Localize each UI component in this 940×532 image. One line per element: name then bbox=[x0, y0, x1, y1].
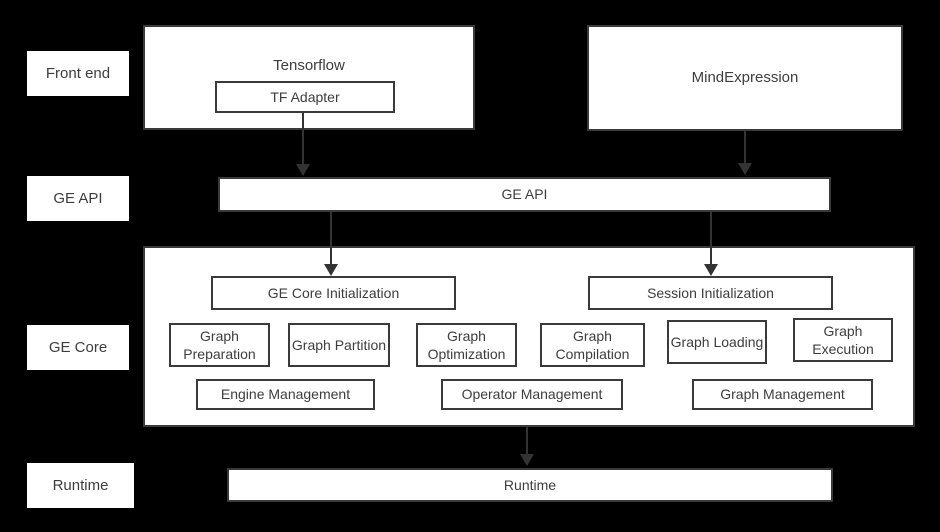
mindexpression-box: MindExpression bbox=[587, 25, 903, 131]
ge-core-box: GE Core Initialization Session Initializ… bbox=[143, 246, 915, 427]
operator-management-box: Operator Management bbox=[441, 379, 623, 410]
arrow-head-icon bbox=[520, 454, 534, 466]
graph-compilation-box: Graph Compilation bbox=[540, 323, 645, 367]
tensorflow-box: Tensorflow TF Adapter bbox=[143, 25, 475, 130]
arrow-ge-core-to-runtime bbox=[520, 427, 534, 466]
arrow-line bbox=[526, 427, 528, 454]
graph-management-box: Graph Management bbox=[692, 379, 873, 410]
arrow-mindexpression-to-ge-api bbox=[738, 131, 752, 175]
runtime-bar: Runtime bbox=[227, 468, 833, 502]
arrow-line bbox=[710, 212, 712, 264]
side-label-ge-api: GE API bbox=[27, 176, 129, 221]
arrow-tf-adapter-to-ge-api bbox=[296, 113, 310, 176]
arrow-line bbox=[744, 131, 746, 163]
side-label-front-end: Front end bbox=[27, 51, 129, 96]
tf-adapter-box: TF Adapter bbox=[215, 81, 395, 113]
arrow-head-icon bbox=[738, 163, 752, 175]
arrow-ge-api-to-ge-core-initialization bbox=[324, 212, 338, 276]
ge-core-initialization-box: GE Core Initialization bbox=[211, 276, 456, 310]
side-label-ge-core: GE Core bbox=[27, 325, 129, 370]
graph-execution-box: Graph Execution bbox=[793, 318, 893, 362]
arrow-ge-api-to-session-initialization bbox=[704, 212, 718, 276]
arrow-line bbox=[302, 113, 304, 164]
tensorflow-label: Tensorflow bbox=[273, 57, 345, 74]
graph-optimization-box: Graph Optimization bbox=[416, 323, 517, 367]
engine-management-box: Engine Management bbox=[196, 379, 375, 410]
arrow-head-icon bbox=[324, 264, 338, 276]
ge-api-bar: GE API bbox=[218, 177, 831, 212]
session-initialization-box: Session Initialization bbox=[588, 276, 833, 310]
graph-partition-box: Graph Partition bbox=[288, 323, 390, 367]
arrow-line bbox=[330, 212, 332, 264]
arrow-head-icon bbox=[296, 164, 310, 176]
graph-preparation-box: Graph Preparation bbox=[169, 323, 270, 367]
side-label-runtime: Runtime bbox=[27, 463, 134, 508]
arrow-head-icon bbox=[704, 264, 718, 276]
graph-loading-box: Graph Loading bbox=[667, 320, 767, 364]
